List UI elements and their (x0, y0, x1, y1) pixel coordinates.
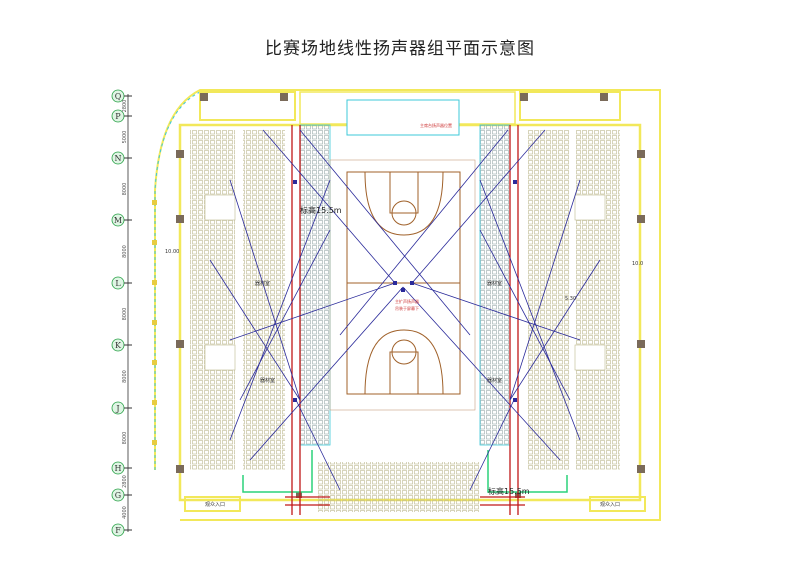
basketball-court (329, 159, 476, 411)
entrance-label-right: 观众入口 (600, 502, 620, 508)
dimension-label: 4000 (122, 506, 128, 519)
drawing-title: 比赛场地线性扬声器组平面示意图 (265, 39, 535, 59)
svg-text:N: N (115, 154, 122, 163)
entrance-label-left: 观众入口 (205, 502, 225, 508)
svg-text:L: L (115, 279, 121, 288)
grid-bubble-q: Q (111, 89, 132, 103)
dimension-label: 2800 (122, 475, 128, 488)
grid-bubble-m: M (111, 213, 132, 227)
top-speaker-note: 主席台扬声器位置 (420, 122, 452, 128)
seating-blocks (190, 124, 620, 512)
dimension-label: 8000 (122, 245, 128, 258)
grid-bubble-g: G (111, 488, 132, 502)
svg-text:M: M (114, 216, 122, 225)
svg-text:F: F (115, 526, 121, 535)
svg-text:J: J (115, 404, 119, 413)
center-note-1: 主扩声扬声器 (395, 298, 419, 304)
speaker-points (293, 180, 517, 402)
svg-text:G: G (115, 491, 121, 500)
room-label-left2: 器材室 (260, 377, 275, 384)
svg-text:K: K (115, 341, 122, 350)
center-note-2: 吊装于屏幕下 (395, 305, 419, 311)
grid-bubble-j: J (111, 401, 132, 415)
dimension-label: 2800 (122, 100, 128, 113)
level-label-right: 10.0 (632, 261, 643, 267)
room-label-right2: 器材室 (487, 377, 502, 384)
speaker-cable-lines (285, 125, 525, 515)
grid-bubble-n: N (111, 151, 132, 165)
dimension-label: 5000 (122, 131, 128, 144)
dimension-label: 8000 (122, 183, 128, 196)
room-label-right: 器材室 (487, 280, 502, 287)
annotations: 标高15.5m 标高15.5m 10.00 10.0 5.30 主席台扬声器位置… (165, 122, 643, 508)
dimension-label: 8000 (122, 370, 128, 383)
svg-text:P: P (115, 112, 121, 121)
svg-text:H: H (115, 464, 122, 473)
room-label-left: 器材室 (255, 280, 270, 287)
grid-axis: Q P N M L K J H G F 2800 5000 8000 8000 8000 8000 8000 2… (111, 89, 132, 537)
grid-bubble-h: H (111, 461, 132, 475)
level-label-left: 10.00 (165, 249, 179, 255)
grid-bubble-p: P (111, 109, 132, 123)
level-label-right2: 5.30 (565, 296, 576, 302)
grid-bubble-f: F (111, 523, 132, 537)
dimension-label: 8000 (122, 308, 128, 321)
grid-bubble-k: K (111, 338, 132, 352)
height-label-bottom: 标高15.5m (488, 486, 530, 496)
speaker-coverage-lines (209, 129, 601, 491)
svg-text:Q: Q (115, 92, 122, 101)
dimension-label: 8000 (122, 432, 128, 445)
grid-bubble-l: L (111, 276, 132, 290)
height-label-left: 标高15.5m (300, 205, 342, 215)
